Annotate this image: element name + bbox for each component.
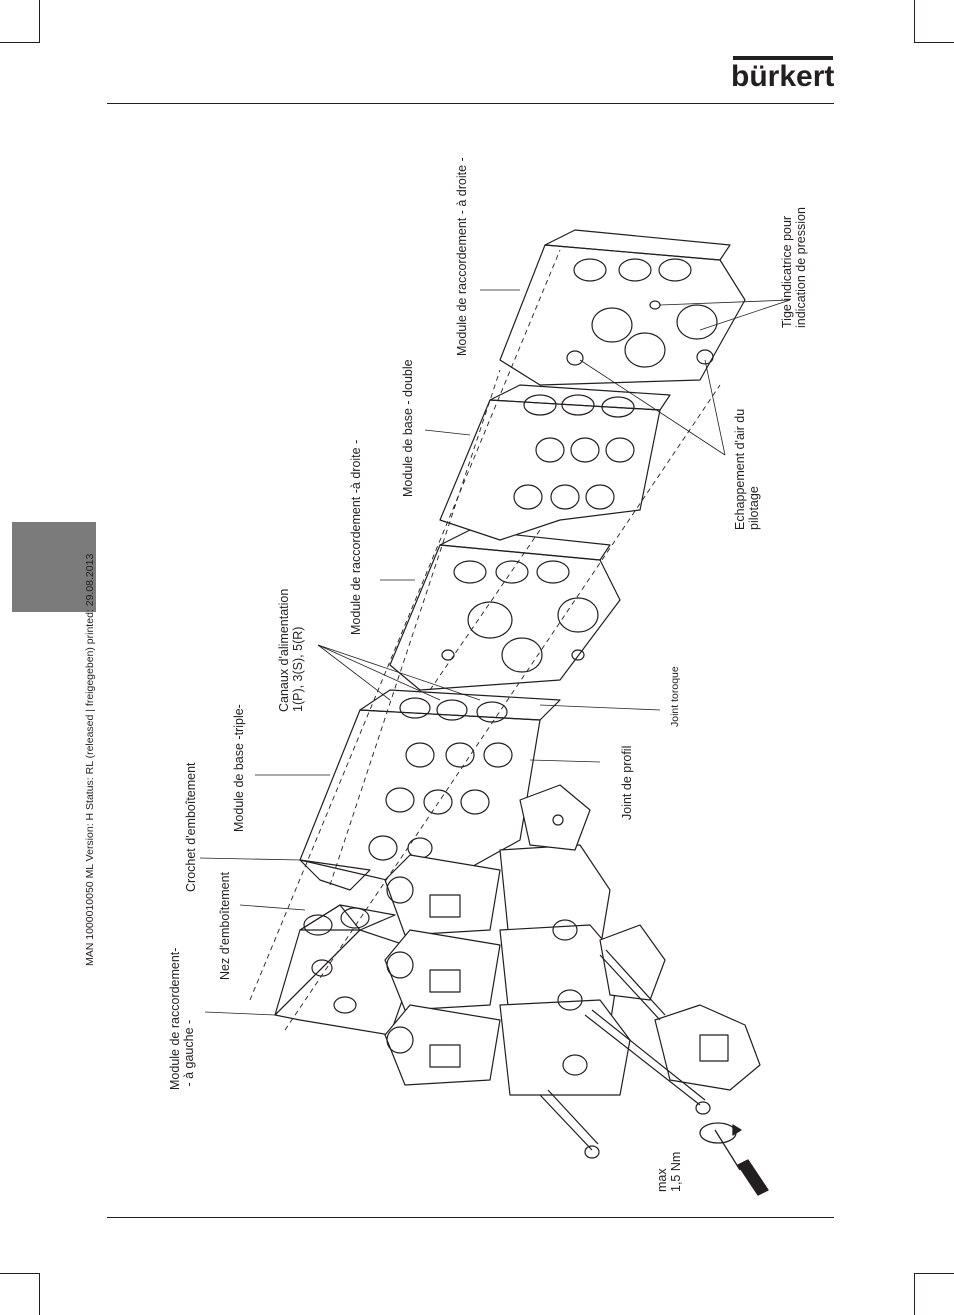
double-base-module bbox=[439, 384, 671, 541]
right-connection-module-2 bbox=[499, 229, 746, 386]
rotation-arrow-icon bbox=[699, 1122, 742, 1144]
label-base-triple: Module de base -triple- bbox=[232, 704, 246, 832]
label-crochet-emboitement: Crochet d'emboîtement bbox=[184, 762, 198, 892]
tie-rods bbox=[539, 949, 711, 1159]
label-base-double: Module de base - double bbox=[401, 359, 415, 497]
label-tige-indicatrice: Tige indicatrice pour indication de pres… bbox=[780, 207, 808, 328]
screwdriver-icon bbox=[714, 1129, 769, 1196]
label-joint-profil: Joint de profil bbox=[620, 745, 634, 820]
leader-lines bbox=[199, 289, 791, 1016]
label-joint-toroque: Joint toroque bbox=[669, 666, 681, 727]
assembly-guide-lines bbox=[249, 249, 721, 1031]
logo-bar bbox=[733, 56, 833, 60]
crop-mark-bottom-right-v bbox=[914, 1273, 915, 1315]
chapter-tab bbox=[12, 522, 96, 612]
footer-rule bbox=[107, 1217, 834, 1218]
crop-mark-top-left-h bbox=[0, 42, 40, 43]
right-connection-module-1 bbox=[389, 529, 621, 691]
valve-assembly bbox=[384, 784, 761, 1096]
header-rule bbox=[107, 103, 834, 104]
label-nez-emboitement: Nez d'emboîtement bbox=[218, 872, 232, 980]
crop-mark-bottom-left-h bbox=[0, 1273, 40, 1274]
crop-mark-bottom-left-v bbox=[39, 1273, 40, 1315]
crop-mark-top-right-v bbox=[914, 0, 915, 42]
label-left-connection-module: Module de raccordement- - à gauche - bbox=[168, 947, 196, 1090]
label-right-connection-module-2: Module de raccordement - à droite - bbox=[455, 157, 469, 356]
left-connection-module bbox=[274, 904, 421, 1036]
crop-mark-top-right-h bbox=[914, 42, 954, 43]
crop-mark-top-left-v bbox=[39, 0, 40, 42]
crop-mark-bottom-right-h bbox=[914, 1273, 954, 1274]
label-canaux-alimentation: Canaux d'alimentation 1(P), 3(S), 5(R) bbox=[277, 588, 305, 712]
label-right-connection-module-1: Module de raccordement -à droite - bbox=[349, 439, 363, 635]
label-echappement: Echappement d'air du pilotage bbox=[733, 408, 761, 530]
label-torque: max 1,5 Nm bbox=[655, 1151, 683, 1192]
brand-logo: bürkert bbox=[731, 60, 835, 93]
